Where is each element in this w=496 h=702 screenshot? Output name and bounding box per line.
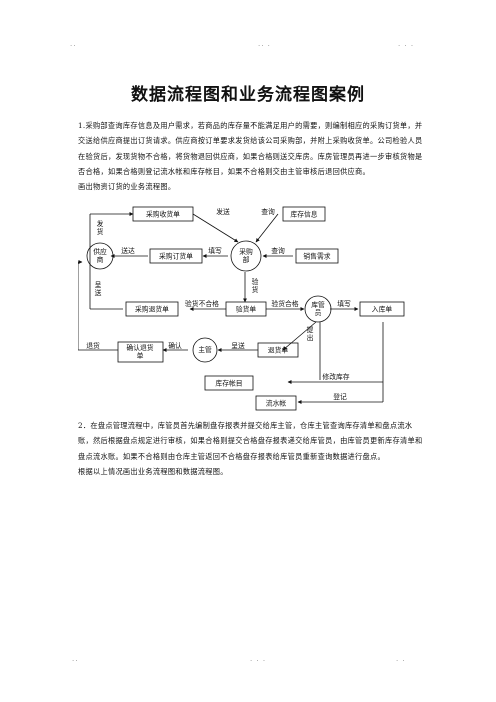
node-zg-text: 主管 [198,345,212,354]
label-yhbhg: 验货不合格 [185,299,219,308]
node-kgy [304,295,332,323]
doc-kczm-text: 库存帐目 [215,379,242,388]
label-cx1: 查询 [261,207,275,216]
node-cgb-line2: 部 [243,255,250,264]
doc-thd-text: 采购退货单 [135,305,169,314]
label-fs: 发送 [216,207,230,216]
label-yh-2: 货 [252,285,259,294]
label-cs-1: 呈 [95,281,102,289]
label-fh-2: 货 [97,227,104,236]
doc-yhd [225,301,267,317]
doc-rkd-text: 入库单 [372,305,393,314]
section-1-text: 1.采购部查询库存信息及用户需求，若商品的库存量不能满足用户的需要，则编制相应的… [78,121,423,176]
label-dj: 登记 [333,392,347,401]
label-th: 退货 [86,341,100,350]
label-tx2: 填写 [337,299,351,308]
doc-shd-text: 采购收货单 [146,210,180,219]
doc-qrthd-line2: 单 [137,351,144,360]
doc-dhd-text: 采购订货单 [159,252,193,261]
label-tq-2: 出 [307,333,314,342]
section-2-text: 2．在盘点管理流程中，库管员首先编制盘存报表并提交给库主管，仓库主管查询库存清单… [78,421,423,461]
doc-kcxx [282,206,326,222]
section-1-caption: 画出物资订货的业务流程图。 [78,182,176,192]
edge-fs [192,213,239,243]
doc-shd2-text: 退货单 [268,346,289,355]
doc-lsz [255,395,297,411]
doc-shd [132,206,194,222]
section-2-caption: 根据以上情况画出业务流程图和数据流程图。 [78,466,228,476]
doc-qrthd-line1: 确认退货 [126,343,153,352]
header-dots-left: .. [70,40,77,48]
section-1: 1.采购部查询库存信息及用户需求，若商品的库存量不能满足用户的需要，则编制相应的… [78,118,426,194]
doc-xsxq [295,248,339,264]
section-2: 2．在盘点管理流程中，库管员首先编制盘存报表并提交给库主管，仓库主管查询库存清单… [78,418,426,479]
doc-dhd [149,248,203,264]
label-qr: 确认 [168,341,182,350]
label-fh-1: 发 [97,219,104,228]
node-gys [86,242,114,270]
label-sd: 送达 [121,246,135,255]
label-tx1: 填写 [208,246,222,255]
edge-cx1 [255,213,279,243]
doc-rkd [359,301,405,317]
doc-kcxx-text: 库存信息 [290,210,317,219]
footer-dots-right: . . [396,655,406,663]
node-gys-line1: 供应 [93,247,107,256]
doc-thd [125,301,179,317]
header-dots-mid: .. . [258,40,271,48]
node-cgb-line1: 采购 [239,247,253,256]
label-cx2: 查询 [271,246,285,255]
doc-lsz-text: 流水帐 [266,399,287,408]
footer-dots-left: .. [72,655,79,663]
node-cgb [230,240,262,272]
doc-yhd-text: 验货单 [236,305,257,314]
doc-xsxq-text: 销售需求 [303,252,330,261]
page-title: 数据流程图和业务流程图案例 [131,85,365,105]
footer-dots-mid: . . . [250,655,267,663]
doc-qrthd [117,341,164,363]
doc-shd2 [257,342,299,358]
node-gys-line2: 商 [97,255,104,264]
business-flow-diagram: 供应 商 采购 部 库管 员 主管 采购收货单 库存信息 采购订货单 销售需求 … [78,206,405,411]
label-tq-1: 提 [307,325,314,334]
label-yh-1: 验 [252,277,259,286]
node-kgy-line1: 库管 [311,300,325,309]
node-kgy-line2: 员 [315,309,322,317]
node-zg [192,337,218,363]
label-yhhg: 验货合格 [271,299,298,308]
edge-tq [282,321,317,351]
doc-kczm [204,375,254,391]
label-xgkc: 修改库存 [322,372,349,381]
label-cs2: 呈送 [231,341,245,350]
label-cs-2: 送 [95,288,102,297]
header-dots-right: . . . [398,40,415,48]
